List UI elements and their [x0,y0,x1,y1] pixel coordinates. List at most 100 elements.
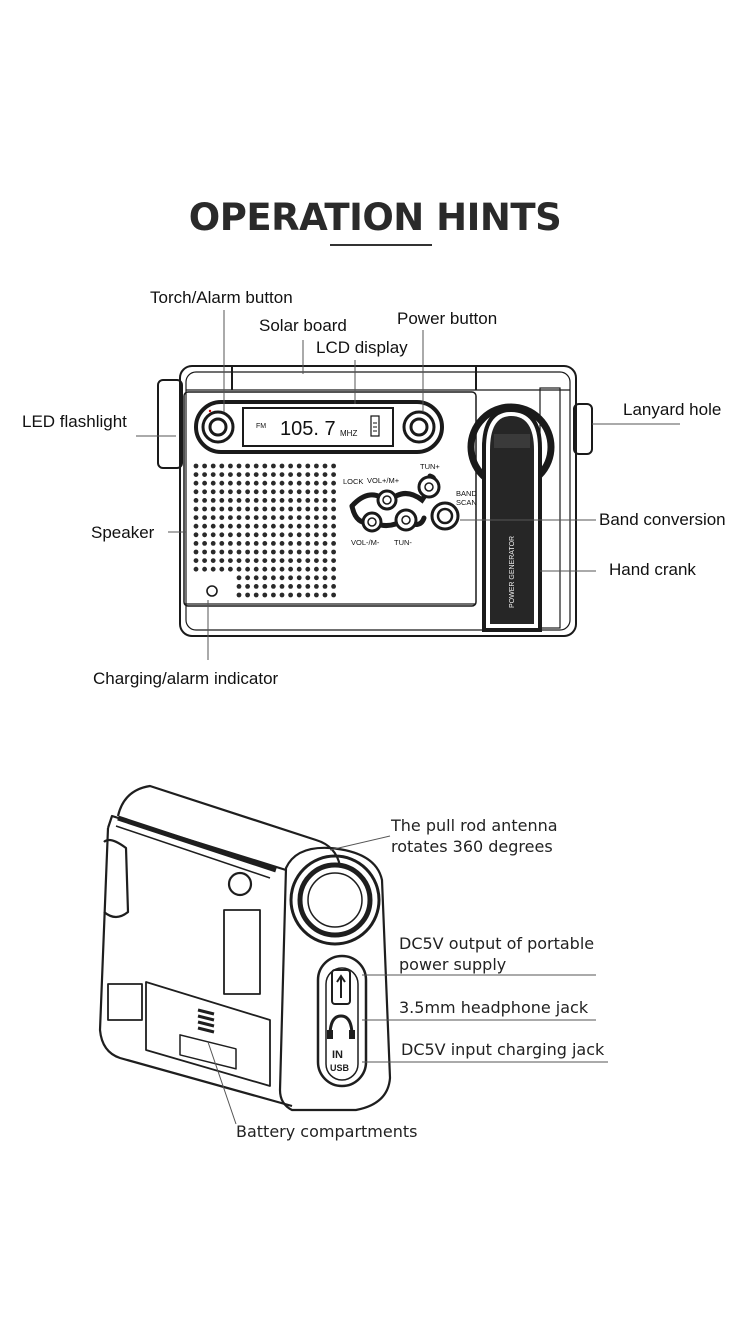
grille-dot [314,480,319,486]
grille-dot [219,515,225,520]
grille-dot [236,566,242,572]
grille-dot [236,515,242,520]
grille-dot [219,506,225,512]
grille-dot [253,489,259,495]
grille-dot [331,489,336,495]
grille-dot [210,463,216,469]
grille-dot [228,463,233,469]
grille-dot [219,489,225,495]
grille-dot [271,523,276,529]
grille-dot [288,558,293,563]
dc5v-input-label: DC5V input charging jack [401,1040,605,1059]
grille-dot [202,498,208,503]
grille-dot [331,532,336,538]
grille-dot [236,558,242,563]
band-label: BAND [456,489,477,498]
tun-plus-label: TUN+ [420,462,440,471]
grille-dot [279,489,285,495]
grille-dot [314,532,319,538]
grille-dot [288,498,293,503]
grille-dot [314,558,319,563]
grille-dot [296,489,302,495]
page-title: OPERATION HINTS [188,196,562,239]
grille-dot [236,489,242,495]
grille-dot [245,472,251,477]
lanyard-lug [573,403,593,455]
grille-dot [236,592,242,598]
grille-dot [262,592,268,598]
grille-dot [305,558,311,563]
grille-dot [305,480,311,486]
grille-dot [210,549,216,555]
grille-dot [331,498,336,503]
grille-dot [279,584,285,589]
charging-alarm-indicator-led [206,585,218,597]
grille-dot [271,584,276,589]
grille-dot [271,558,276,563]
grille-dot [245,523,251,529]
grille-dot [271,592,276,598]
grille-dot [210,558,216,563]
grille-dot [279,541,285,546]
grille-dot [210,506,216,512]
grille-dot [253,472,259,477]
grille-dot [271,566,276,572]
grille-dot [331,515,336,520]
grille-dot [193,523,199,529]
grille-dot [322,463,328,469]
grille-dot [288,592,293,598]
grille-dot [210,489,216,495]
grille-dot [305,575,311,581]
grille-dot [253,532,259,538]
grille-dot [253,498,259,503]
grille-dot [314,463,319,469]
grille-dot [271,489,276,495]
grille-dot [228,541,233,546]
grille-dot [279,575,285,581]
grille-dot [253,515,259,520]
hand-crank-label: Hand crank [609,560,696,579]
dc5v-output-label-line1: DC5V output of portable [399,934,595,953]
flashlight-lens [289,854,381,946]
grille-dot [322,480,328,486]
grille-dot [202,506,208,512]
grille-dot [193,489,199,495]
lock-label: LOCK [343,477,363,486]
grille-dot [314,592,319,598]
speaker-grille [193,463,336,598]
grille-dot [314,584,319,589]
battery-compartments-label: Battery compartments [236,1122,418,1141]
grille-dot [271,532,276,538]
scan-label: SCAN [456,498,477,507]
grille-dot [202,549,208,555]
grille-dot [322,489,328,495]
grille-dot [245,584,251,589]
grille-dot [322,523,328,529]
grille-dot [245,558,251,563]
grille-dot [245,575,251,581]
grille-dot [228,558,233,563]
grille-dot [245,541,251,546]
antenna-pivot [227,871,253,897]
front-panel [183,391,477,607]
grille-dot [314,523,319,529]
grille-dot [305,592,311,598]
grille-dot [305,498,311,503]
grille-dot [202,463,208,469]
grille-dot [210,523,216,529]
grille-dot [219,523,225,529]
grille-dot [210,532,216,538]
grille-dot [228,532,233,538]
grille-dot [193,549,199,555]
grille-dot [288,489,293,495]
grille-dot [193,558,199,563]
grille-dot [322,506,328,512]
grille-dot [228,549,233,555]
grille-dot [253,592,259,598]
grille-dot [202,523,208,529]
grille-dot [262,515,268,520]
grille-dot [305,566,311,572]
grille-dot [288,480,293,486]
grille-dot [271,575,276,581]
dc5v-output-label-line2: power supply [399,955,507,974]
